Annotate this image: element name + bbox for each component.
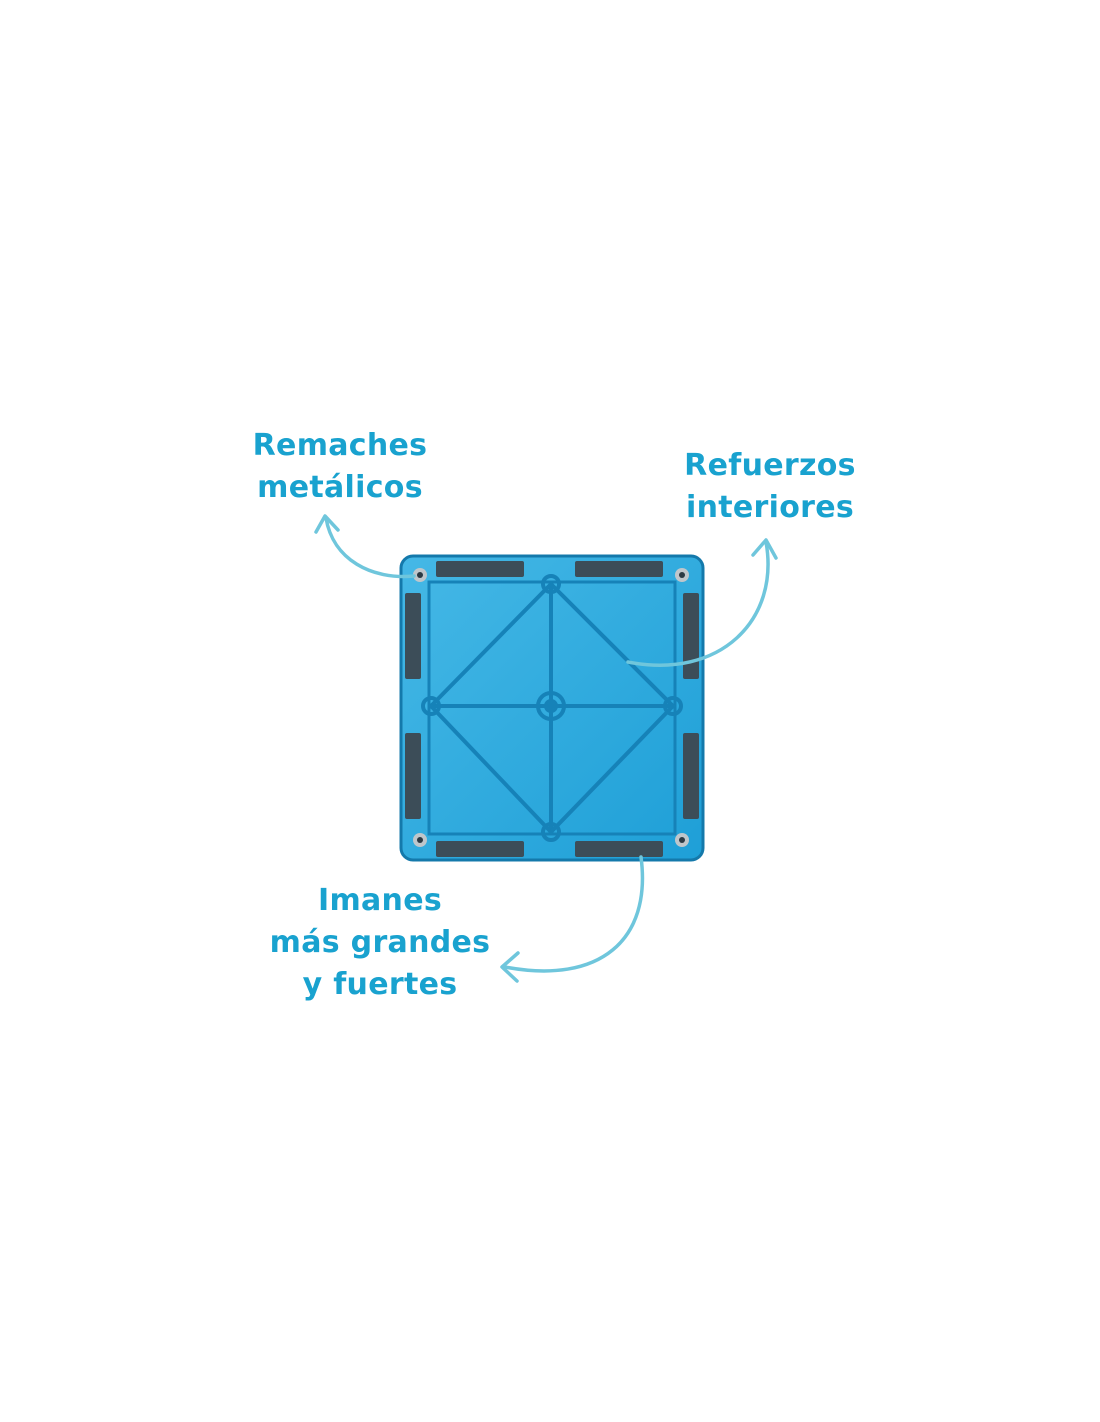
rib-diagonal-top-right (549, 582, 675, 708)
rivet-hole (417, 837, 423, 843)
callout-rivets-line2: metálicos (257, 470, 423, 505)
arrow-rivets (314, 514, 416, 579)
magnet (683, 733, 699, 819)
callout-rivets-line1: Remaches (252, 428, 428, 463)
rib-diagonal-bottom-left (429, 704, 553, 834)
rib-bottom-node (541, 822, 561, 842)
rib-top-node (541, 574, 561, 594)
rib-diagonal-bottom-right (549, 704, 675, 834)
callout-ribs-line2: interiores (685, 490, 854, 525)
tile-inner-panel (427, 580, 677, 836)
rivet-hole (679, 837, 685, 843)
magnet (436, 841, 524, 857)
magnet (683, 593, 699, 679)
rib-left-node (421, 696, 441, 716)
interior-ribs (421, 574, 683, 842)
callout-magnets-line1: Imanes (317, 883, 443, 918)
rivet-holes (417, 572, 685, 843)
magnet (405, 733, 421, 819)
callout-magnets-line2: más grandes (269, 925, 491, 960)
magnets (405, 561, 699, 857)
rib-diagonal-top-left (429, 582, 553, 708)
callout-interior-ribs: Refuerzos interiores (640, 445, 900, 529)
callout-ribs-line1: Refuerzos (684, 448, 856, 483)
magnet (436, 561, 524, 577)
rib-right-node (663, 696, 683, 716)
rivet-hole (679, 572, 685, 578)
magnetic-tile (399, 554, 705, 862)
arrow-magnets (500, 855, 645, 983)
magnet (575, 841, 663, 857)
rivet-hole (417, 572, 423, 578)
magnet (405, 593, 421, 679)
callout-metal-rivets: Remaches metálicos (200, 425, 480, 509)
callout-magnets-line3: y fuertes (302, 967, 458, 1002)
magnet (575, 561, 663, 577)
callout-magnets: Imanes más grandes y fuertes (230, 880, 530, 1006)
arrow-ribs (626, 538, 778, 667)
rib-center-dot (544, 699, 558, 713)
rib-center-hub (536, 691, 566, 721)
